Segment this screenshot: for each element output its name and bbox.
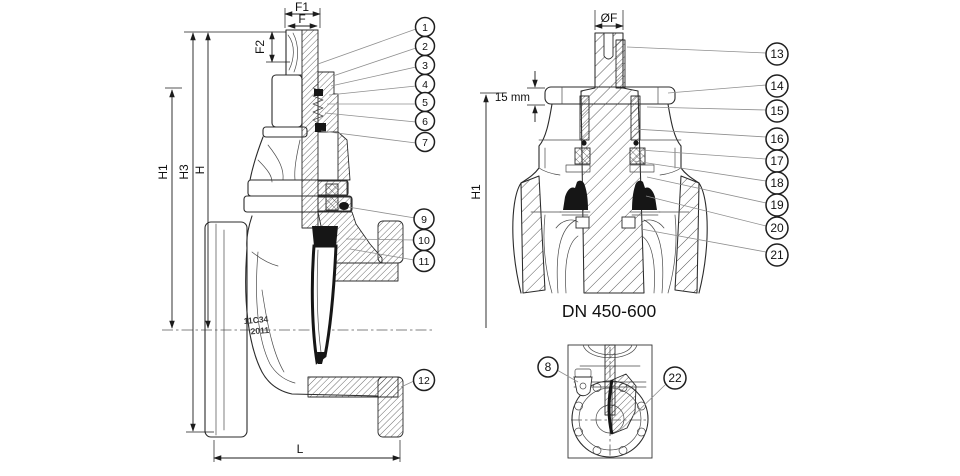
- svg-text:3: 3: [422, 60, 428, 72]
- dimension-h1-right: H1: [469, 92, 504, 328]
- svg-text:16: 16: [770, 132, 784, 146]
- dimension-l: L: [213, 440, 401, 462]
- air-valve-part: [573, 368, 593, 397]
- wedge-nut: [312, 226, 338, 246]
- callout-7: 7: [414, 131, 436, 153]
- svg-text:17: 17: [770, 154, 784, 168]
- casting-mark-line2: 2011: [250, 325, 270, 337]
- stem-key: [615, 39, 626, 89]
- svg-text:8: 8: [545, 360, 552, 374]
- callout-5: 5: [414, 91, 436, 113]
- callout-21: 21: [765, 243, 789, 267]
- dimension-f1: F1: [284, 0, 321, 28]
- o-ring-right: [633, 140, 639, 146]
- left-leader-lines: [317, 28, 417, 388]
- dimension-h: H: [193, 32, 211, 329]
- svg-text:2: 2: [422, 41, 428, 53]
- svg-text:21: 21: [770, 248, 784, 262]
- svg-text:20: 20: [770, 221, 784, 235]
- callout-22: 22: [663, 366, 687, 390]
- callout-17: 17: [765, 149, 789, 173]
- dim-label-h1: H1: [156, 164, 170, 180]
- dimension-stem-diameter: ØF: [594, 10, 624, 30]
- detail-leader-lines: [556, 369, 666, 417]
- dim-label-f2: F2: [253, 40, 267, 54]
- wedge-detail-section: [607, 373, 637, 435]
- valve-body-outline: [245, 215, 379, 397]
- callout-18: 18: [765, 171, 789, 195]
- stem-sealing-stack: [559, 95, 661, 229]
- svg-text:9: 9: [421, 214, 427, 226]
- stem-seal-upper: [314, 89, 323, 96]
- svg-text:14: 14: [770, 79, 784, 93]
- caption-dn-range: DN 450-600: [562, 301, 657, 321]
- rubber-seal-left: [563, 180, 588, 210]
- svg-text:11: 11: [419, 256, 430, 268]
- callout-9: 9: [413, 208, 435, 230]
- dim-label-stem-diameter: ØF: [601, 11, 618, 25]
- stem-thread-slot: [603, 32, 614, 60]
- dim-label-h3: H3: [177, 164, 191, 180]
- svg-text:5: 5: [422, 97, 428, 109]
- dim-label-h: H: [193, 166, 207, 175]
- casting-mark-line1: 11C34: [243, 314, 269, 326]
- dim-label-h1-right: H1: [469, 184, 483, 200]
- dim-label-l: L: [297, 442, 304, 456]
- bonnet-body-outline: [512, 103, 708, 294]
- svg-text:12: 12: [418, 375, 430, 387]
- dimension-f: F: [287, 12, 318, 29]
- o-ring-left: [581, 140, 587, 146]
- svg-text:13: 13: [770, 47, 784, 61]
- callout-14: 14: [765, 74, 789, 98]
- wedge: [310, 226, 338, 365]
- callout-16: 16: [765, 127, 789, 151]
- callout-13: 13: [765, 42, 789, 66]
- callout-15: 15: [765, 99, 789, 123]
- stem-collar: [262, 74, 308, 138]
- stem-seal-lower: [315, 123, 326, 132]
- dimension-15mm: 15 mm: [495, 71, 545, 122]
- callout-2: 2: [414, 35, 436, 57]
- callout-10: 10: [412, 228, 436, 252]
- left-flange: [204, 221, 248, 438]
- detail-view: 8 22: [537, 344, 687, 459]
- svg-text:7: 7: [422, 137, 428, 149]
- callout-19: 19: [765, 193, 789, 217]
- svg-text:1: 1: [422, 22, 428, 34]
- svg-text:19: 19: [770, 198, 784, 212]
- callout-8: 8: [537, 356, 559, 378]
- bolt-left: [575, 216, 590, 229]
- svg-text:10: 10: [418, 235, 430, 247]
- dim-label-f1: F1: [295, 0, 309, 14]
- dimension-h3: H3: [177, 32, 214, 433]
- rubber-seal-right: [632, 180, 657, 210]
- dim-label-15mm: 15 mm: [495, 92, 530, 104]
- casting-mark: 11C34 2011: [243, 314, 270, 337]
- stem-section: [285, 29, 319, 229]
- callout-12: 12: [412, 368, 436, 392]
- right-section-view: ØF 15 mm H1 DN 450-600 13 14 15 16 17: [469, 10, 789, 328]
- svg-text:15: 15: [770, 104, 784, 118]
- callout-3: 3: [414, 54, 436, 76]
- bonnet: [243, 131, 353, 213]
- bonnet-o-ring: [339, 202, 349, 210]
- bolt-right: [621, 216, 636, 229]
- callout-4: 4: [414, 73, 436, 95]
- callout-20: 20: [765, 216, 789, 240]
- callout-6: 6: [414, 110, 436, 132]
- svg-text:6: 6: [422, 116, 428, 128]
- right-leader-lines: [626, 46, 767, 253]
- dimension-f2: F2: [184, 31, 290, 63]
- left-section-view: 11C34 2011 F1 F F2 H1 H3: [156, 0, 436, 462]
- dimension-h1: H1: [156, 87, 182, 329]
- bonnet-bolt: [325, 183, 339, 211]
- svg-text:4: 4: [422, 79, 428, 91]
- callout-1: 1: [414, 16, 436, 38]
- dim-label-f: F: [298, 12, 305, 26]
- callout-11: 11: [412, 249, 436, 273]
- svg-text:22: 22: [668, 371, 682, 385]
- svg-text:18: 18: [770, 176, 784, 190]
